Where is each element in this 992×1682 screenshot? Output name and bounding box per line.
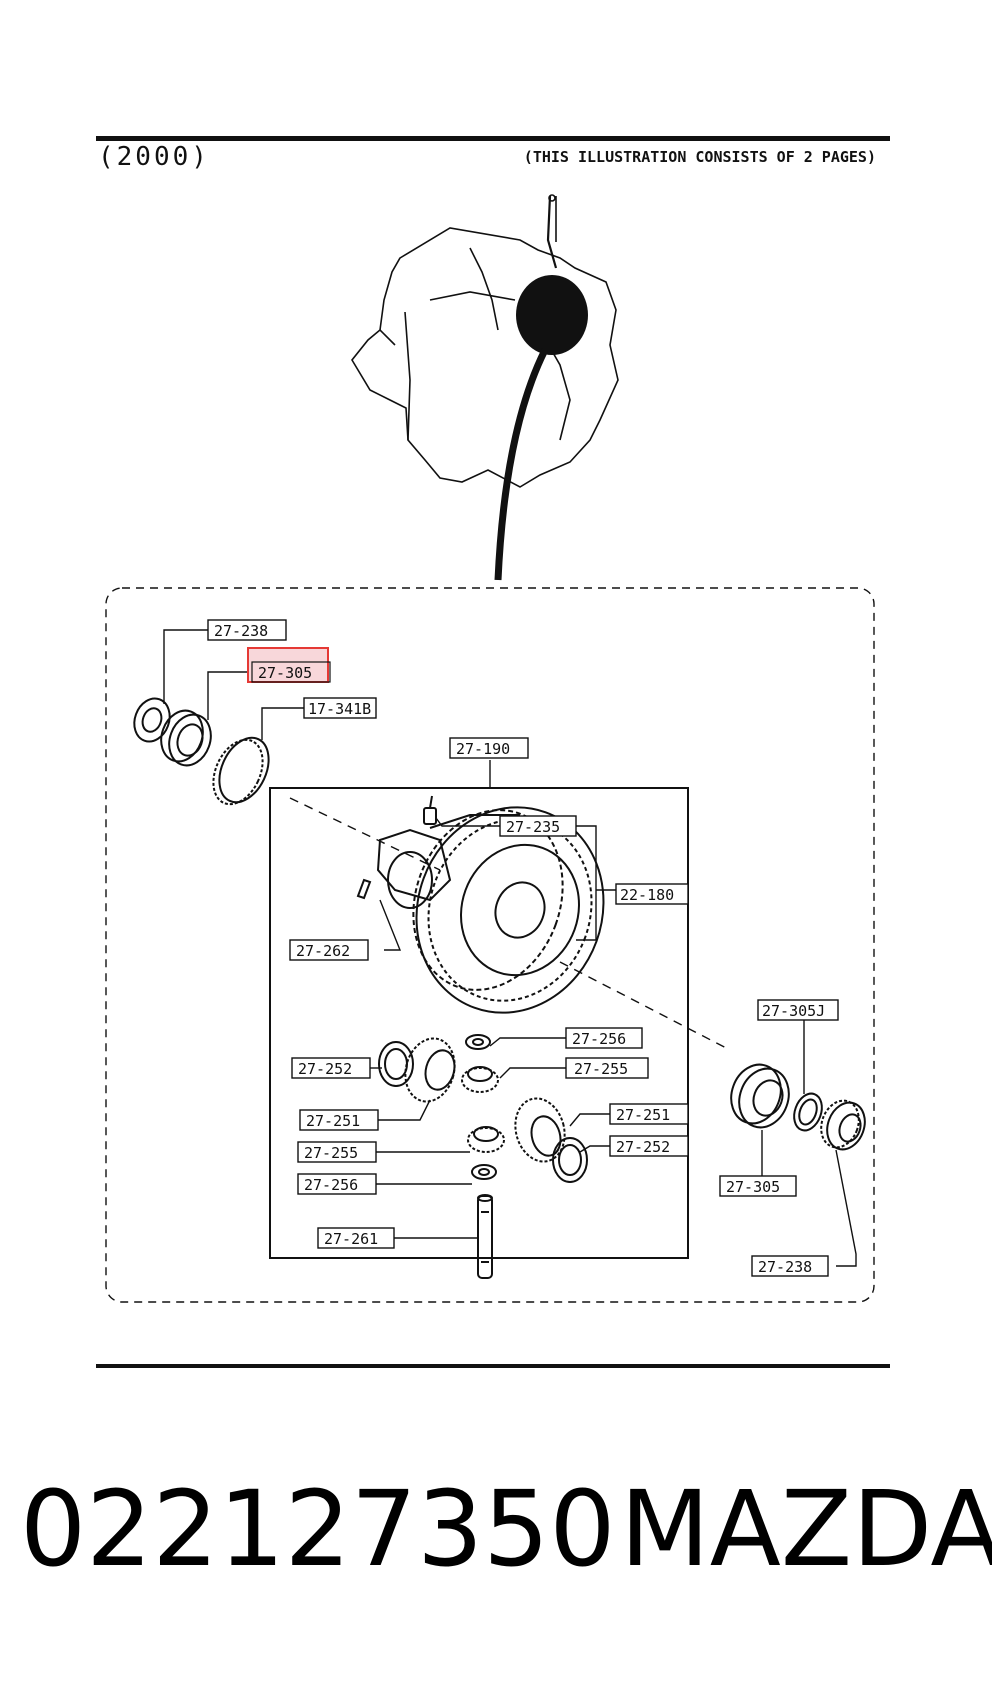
callout-text: 22-180 (620, 886, 674, 904)
callout-27-235[interactable]: 27-235 (499, 815, 577, 837)
pinion-bottom (467, 1126, 505, 1153)
pointer-line (494, 348, 549, 581)
thrust-washer-top (465, 1034, 491, 1050)
callout-text: 27-251 (306, 1112, 360, 1130)
footer: 022127350 MAZDA (20, 1468, 992, 1590)
illustration-code: (2000) (98, 142, 210, 172)
callout-text: 27-190 (456, 740, 510, 758)
side-gear-right (514, 1097, 566, 1163)
callout-text: 27-252 (616, 1138, 670, 1156)
side-gear-left (404, 1037, 456, 1103)
callout-27-238-bottom[interactable]: 27-238 (751, 1255, 829, 1277)
callout-22-180[interactable]: 22-180 (615, 883, 689, 905)
callout-27-251-right[interactable]: 27-251 (609, 1103, 689, 1125)
part-number: 022127350 (20, 1468, 616, 1590)
lock-pin (356, 878, 372, 900)
pinion-shaft (477, 1194, 493, 1279)
callouts: 27-238 27-305 17-341B 27-190 27-235 (207, 619, 839, 1277)
callout-text: 27-261 (324, 1230, 378, 1248)
callout-27-190[interactable]: 27-190 (449, 737, 529, 759)
right-shim (793, 1092, 823, 1132)
callout-27-305j[interactable]: 27-305J (757, 999, 839, 1021)
thrust-washer-bottom (471, 1164, 497, 1180)
ring-gear-bolt (423, 795, 437, 825)
callout-text: 27-238 (214, 622, 268, 640)
callout-27-262[interactable]: 27-262 (289, 939, 369, 961)
callout-text: 27-238 (758, 1258, 812, 1276)
callout-27-252-left[interactable]: 27-252 (291, 1057, 371, 1079)
callout-text: 17-341B (308, 700, 371, 718)
assembly-boundary (105, 587, 875, 1303)
callout-27-252-right[interactable]: 27-252 (609, 1135, 689, 1157)
top-rule (96, 136, 890, 141)
callout-text: 27-235 (506, 818, 560, 836)
callout-27-305-top[interactable]: 27-305 (247, 647, 331, 683)
callout-text: 27-256 (572, 1030, 626, 1048)
callout-27-255-right[interactable]: 27-255 (565, 1057, 649, 1079)
callout-27-238-top[interactable]: 27-238 (207, 619, 287, 641)
right-bearing (730, 1063, 790, 1129)
callout-text: 27-305 (258, 664, 312, 682)
ring-gear (412, 806, 605, 1014)
speedo-drive-gear (212, 736, 270, 806)
leader-lines (163, 629, 857, 1267)
axis-line (289, 797, 731, 1051)
brand-name: MAZDA (620, 1468, 992, 1590)
callout-27-255-left[interactable]: 27-255 (297, 1141, 377, 1163)
pinion-top (461, 1066, 499, 1093)
left-seal (133, 697, 171, 743)
left-bearing (160, 709, 212, 767)
callout-text: 27-255 (574, 1060, 628, 1078)
callout-27-251-left[interactable]: 27-251 (299, 1109, 379, 1131)
page-note: (THIS ILLUSTRATION CONSISTS OF 2 PAGES) (523, 148, 876, 166)
callout-text: 27-251 (616, 1106, 670, 1124)
callout-17-341b[interactable]: 17-341B (303, 697, 377, 719)
callout-text: 27-262 (296, 942, 350, 960)
callout-text: 27-256 (304, 1176, 358, 1194)
washer-right (552, 1137, 588, 1183)
callout-text: 27-255 (304, 1144, 358, 1162)
callout-27-305-bottom[interactable]: 27-305 (719, 1175, 797, 1197)
right-seal (820, 1099, 866, 1151)
highlight-blob (516, 275, 588, 355)
washer-left (378, 1041, 414, 1087)
bottom-rule (96, 1364, 890, 1368)
callout-text: 27-305J (762, 1002, 825, 1020)
callout-27-261[interactable]: 27-261 (317, 1227, 395, 1249)
callout-27-256-left[interactable]: 27-256 (297, 1173, 377, 1195)
callout-text: 27-305 (726, 1178, 780, 1196)
callout-text: 27-252 (298, 1060, 352, 1078)
diff-case (376, 814, 520, 909)
callout-27-256-right[interactable]: 27-256 (565, 1027, 643, 1049)
